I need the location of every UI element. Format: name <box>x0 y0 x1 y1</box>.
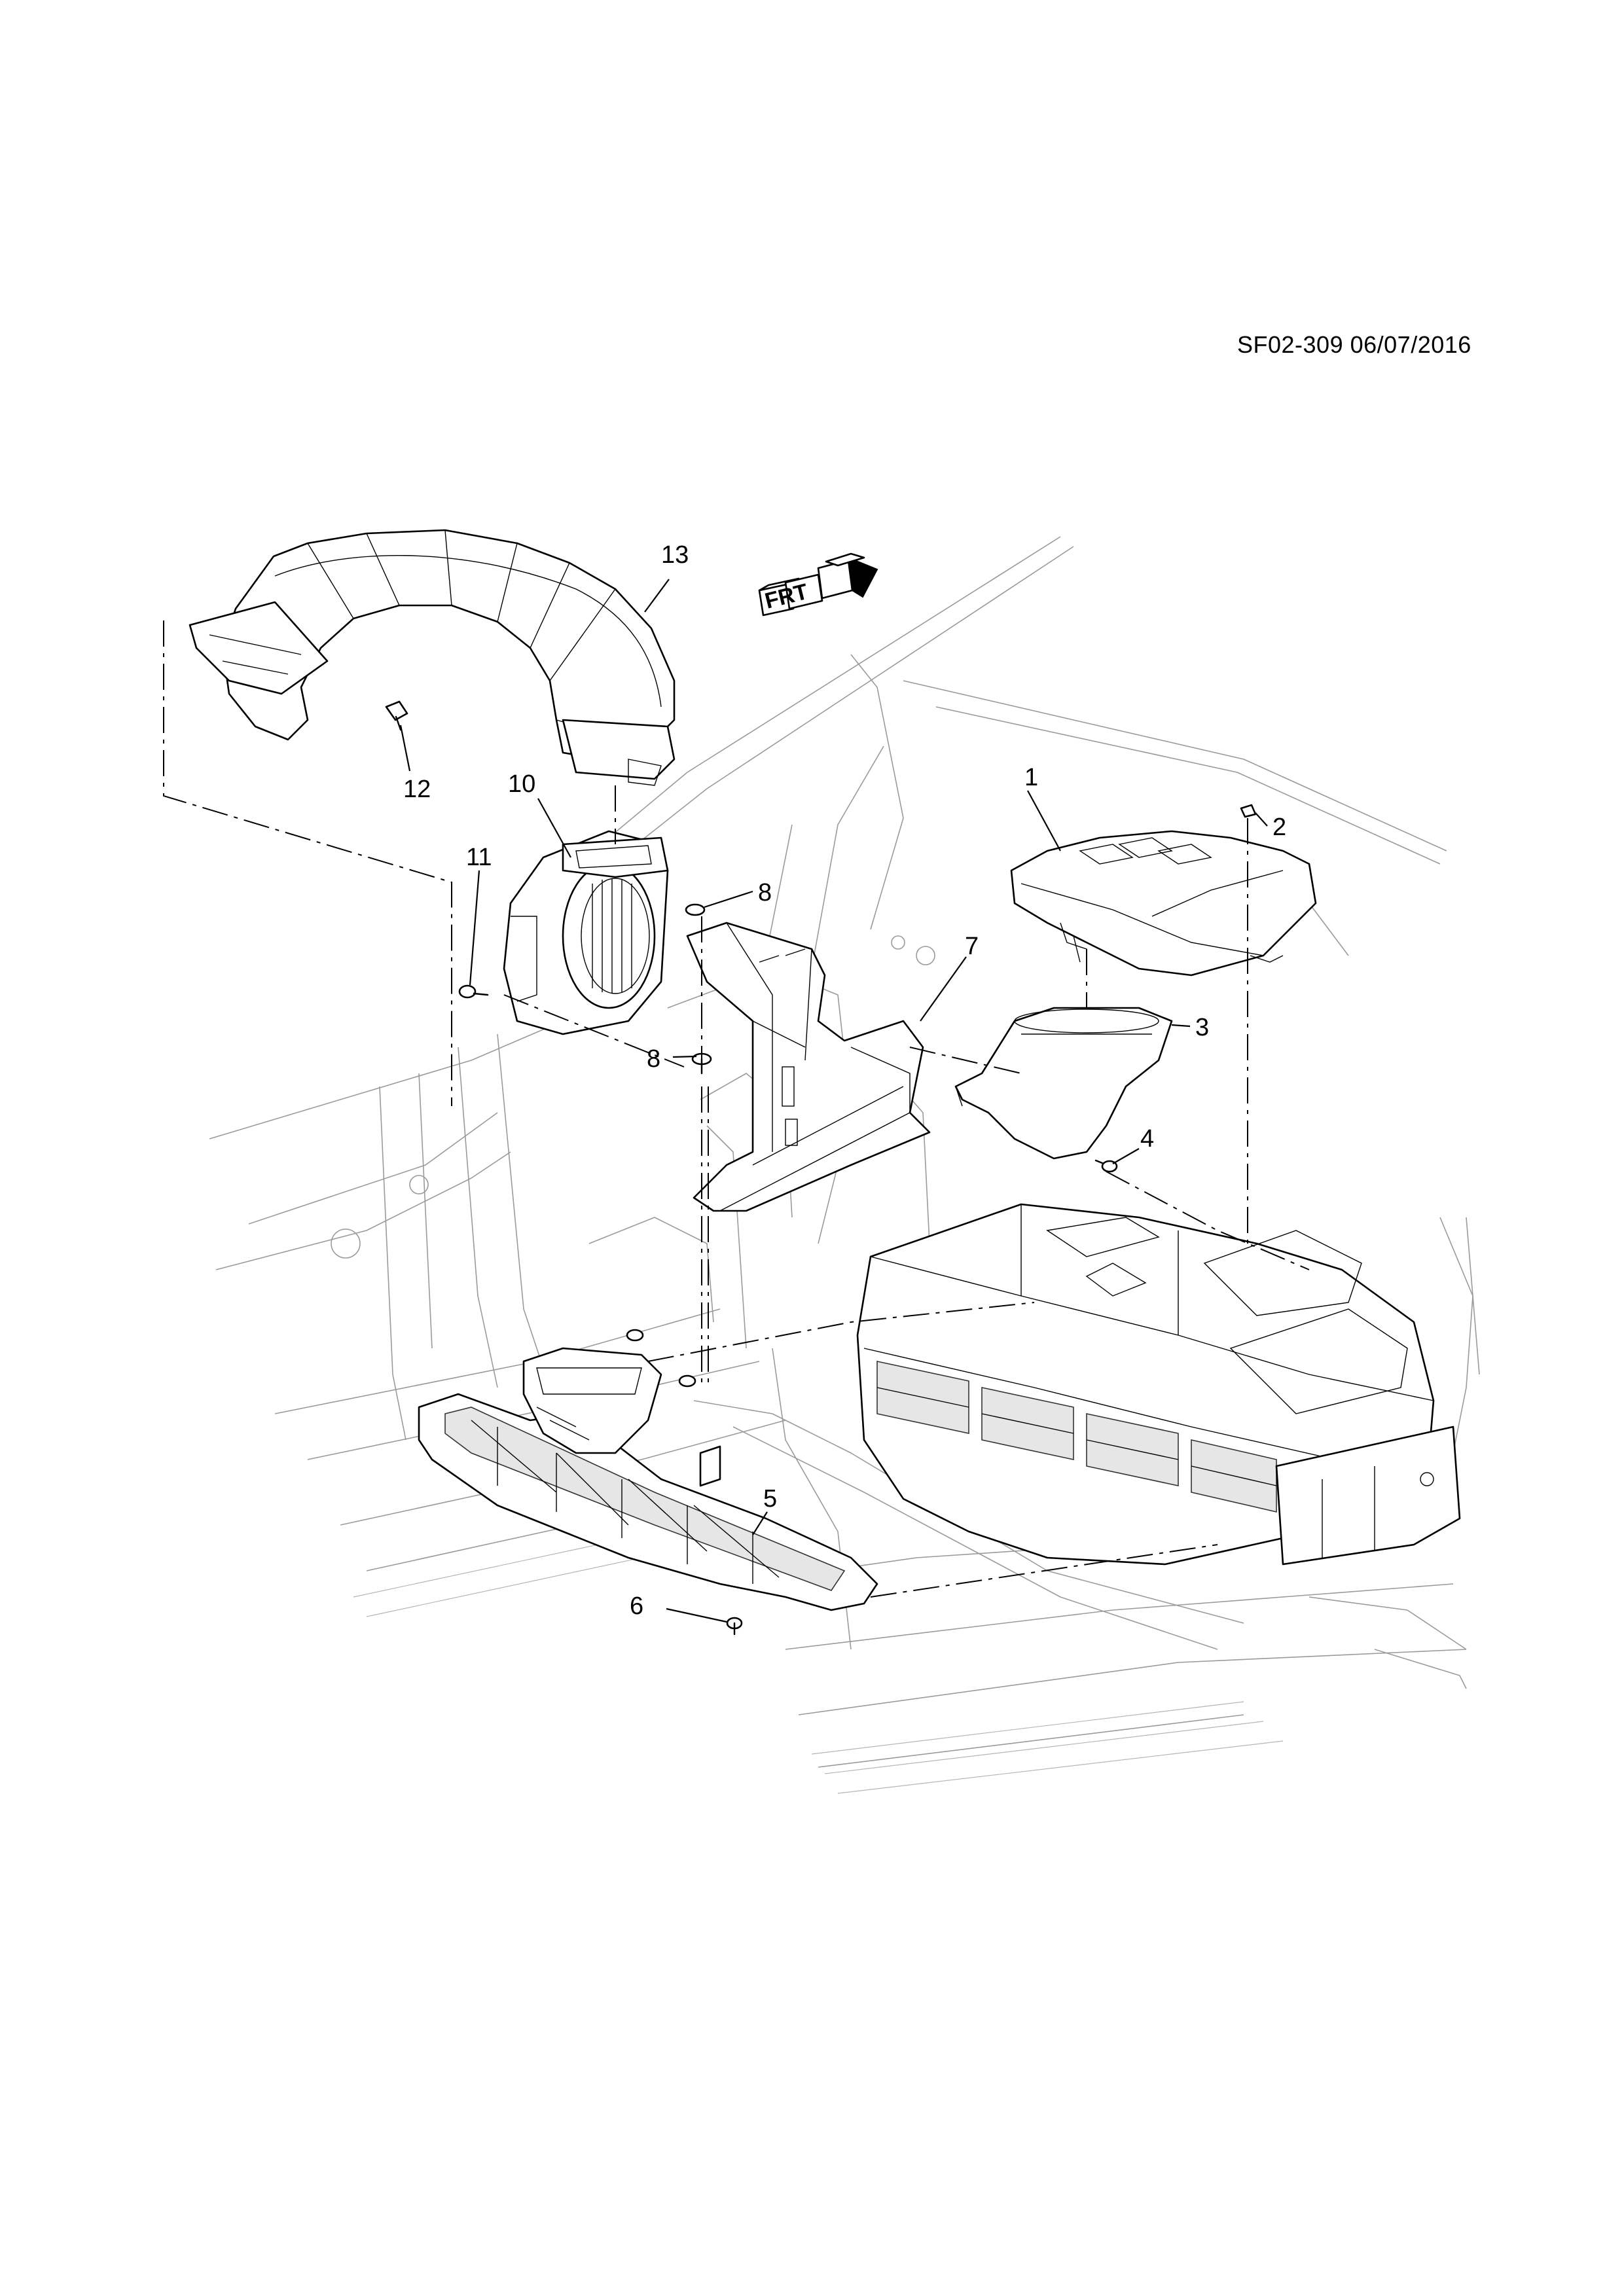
part-10-blower-fan <box>503 830 669 1035</box>
front-direction-indicator: FRT <box>758 552 878 617</box>
part-1-cover <box>1010 830 1317 977</box>
callout-6: 6 <box>630 1592 643 1620</box>
part-13-intake-duct <box>189 529 676 786</box>
callout-11: 11 <box>466 844 492 871</box>
callout-3: 3 <box>1195 1014 1209 1041</box>
callout-8-lower: 8 <box>647 1045 660 1073</box>
callout-1: 1 <box>1024 764 1038 791</box>
callout-labels: 13 1 2 3 4 5 6 7 8 8 10 11 12 <box>403 541 1286 1620</box>
battery-pack <box>856 1203 1461 1566</box>
part-7-mounting-bracket <box>686 922 931 1212</box>
fasteners <box>385 700 1257 1636</box>
callout-2: 2 <box>1272 814 1286 841</box>
callout-8-upper: 8 <box>758 879 772 906</box>
callout-13: 13 <box>661 541 689 569</box>
assembly-lines <box>163 620 1310 1598</box>
callout-7: 7 <box>965 933 979 960</box>
callout-12: 12 <box>403 776 431 803</box>
part-3-duct <box>954 1007 1173 1160</box>
part-5-lower-duct <box>418 1347 878 1611</box>
callout-10: 10 <box>508 770 535 798</box>
callout-5: 5 <box>763 1485 777 1513</box>
callout-4: 4 <box>1140 1125 1154 1153</box>
diagram-code: SF02-309 06/07/2016 <box>1237 331 1471 358</box>
leader-lines <box>399 579 1268 1623</box>
